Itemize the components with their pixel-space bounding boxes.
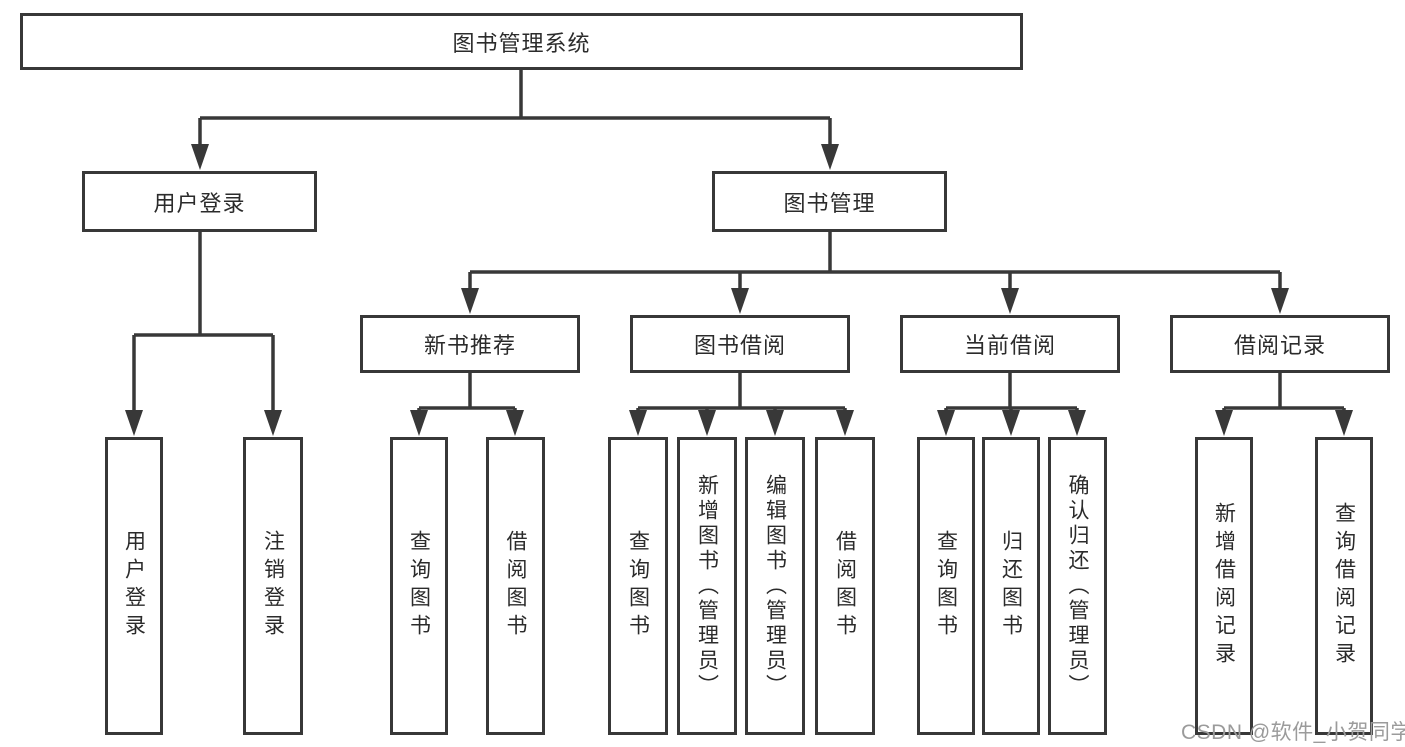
leaf-return-books-label: 归还图书	[999, 530, 1023, 642]
leaf-user-login: 用户登录	[105, 437, 163, 735]
leaf-borrow-books-1-label: 借阅图书	[504, 530, 527, 642]
leaf-confirm-return-admin: 确认归还（管理员）	[1048, 437, 1107, 735]
node-root-label: 图书管理系统	[452, 30, 591, 56]
node-root: 图书管理系统	[20, 13, 1023, 70]
leaf-logout-label: 注销登录	[261, 530, 285, 642]
leaf-borrow-books-1: 借阅图书	[486, 437, 545, 735]
node-book-management-label: 图书管理	[783, 190, 876, 216]
leaf-search-books-1: 查询图书	[390, 437, 448, 735]
leaf-edit-books-admin-label: 编辑图书（管理员）	[763, 473, 787, 699]
leaf-search-books-2: 查询图书	[608, 437, 668, 735]
node-borrow-records-label: 借阅记录	[1233, 333, 1326, 358]
csdn-watermark: CSDN @软件_小贺同学	[1181, 721, 1405, 744]
leaf-add-borrow-record: 新增借阅记录	[1195, 437, 1253, 735]
leaf-add-books-admin: 新增图书（管理员）	[677, 437, 737, 735]
node-current-borrow: 当前借阅	[900, 315, 1120, 373]
node-book-management: 图书管理	[712, 171, 947, 232]
leaf-search-borrow-record: 查询借阅记录	[1315, 437, 1373, 735]
node-book-borrow-label: 图书借阅	[693, 333, 786, 358]
leaf-user-login-label: 用户登录	[122, 530, 146, 642]
leaf-search-books-3-label: 查询图书	[934, 530, 958, 642]
node-current-borrow-label: 当前借阅	[963, 333, 1056, 358]
leaf-borrow-books-2-label: 借阅图书	[833, 530, 857, 642]
leaf-return-books: 归还图书	[982, 437, 1040, 735]
node-new-book-recommend-label: 新书推荐	[423, 333, 516, 358]
node-book-borrow: 图书借阅	[630, 315, 850, 373]
leaf-edit-books-admin: 编辑图书（管理员）	[745, 437, 805, 735]
leaf-search-books-1-label: 查询图书	[407, 530, 431, 642]
leaf-logout: 注销登录	[243, 437, 303, 735]
leaf-search-books-2-label: 查询图书	[626, 530, 650, 642]
leaf-add-borrow-record-label: 新增借阅记录	[1212, 502, 1236, 670]
leaf-borrow-books-2: 借阅图书	[815, 437, 875, 735]
leaf-search-books-3: 查询图书	[917, 437, 975, 735]
node-user-login: 用户登录	[82, 171, 317, 232]
leaf-confirm-return-admin-label: 确认归还（管理员）	[1066, 473, 1089, 699]
node-borrow-records: 借阅记录	[1170, 315, 1390, 373]
leaf-add-books-admin-label: 新增图书（管理员）	[695, 473, 719, 699]
node-new-book-recommend: 新书推荐	[360, 315, 580, 373]
node-user-login-label: 用户登录	[153, 190, 246, 216]
leaf-search-borrow-record-label: 查询借阅记录	[1332, 502, 1356, 670]
